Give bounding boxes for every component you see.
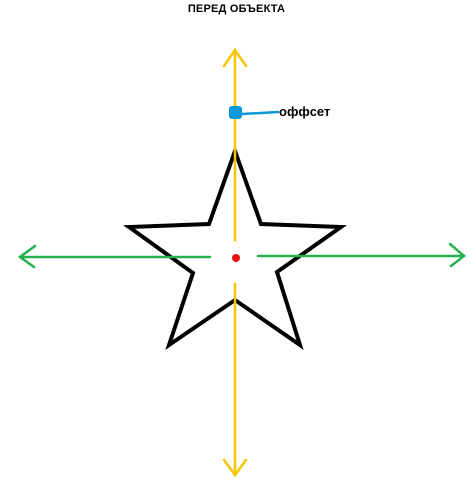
center-dot xyxy=(232,254,240,262)
vertical-axis xyxy=(222,47,248,478)
horizontal-axis-left-arrowhead xyxy=(17,244,37,269)
offset-marker xyxy=(229,106,242,119)
vertical-axis-bottom-arrowhead xyxy=(222,458,248,478)
diagram-title: ПЕРЕД ОБЪЕКТА xyxy=(187,3,286,15)
offset-label: оффсет xyxy=(279,104,331,119)
offset-leader-line xyxy=(240,110,280,116)
horizontal-axis xyxy=(17,242,466,269)
horizontal-axis-right-arrowhead xyxy=(448,242,466,268)
vertical-axis-top-arrowhead xyxy=(222,47,248,68)
